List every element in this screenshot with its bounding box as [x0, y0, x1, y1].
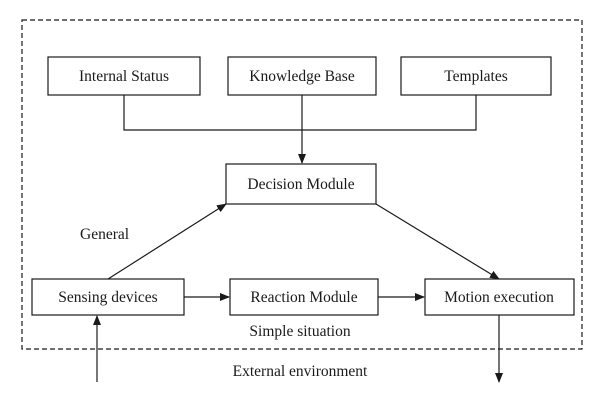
external-environment-label: External environment [233, 363, 368, 380]
decision-module-label: Decision Module [247, 176, 354, 193]
arrow-sensing-to-decision [107, 203, 227, 280]
decision-module-box: Decision Module [225, 163, 377, 205]
motion-execution-box: Motion execution [424, 278, 575, 316]
reaction-module-label: Reaction Module [250, 289, 357, 306]
internal-status-label: Internal Status [79, 68, 169, 85]
templates-label: Templates [444, 68, 507, 85]
reaction-module-box: Reaction Module [229, 278, 379, 316]
arrow-decision-to-motion [375, 203, 500, 280]
internal-status-box: Internal Status [47, 56, 201, 96]
merge-connector [123, 95, 477, 131]
system-boundary [21, 19, 583, 350]
knowledge-base-label: Knowledge Base [249, 68, 355, 85]
sensing-devices-label: Sensing devices [58, 289, 157, 306]
simple-situation-label: Simple situation [249, 323, 350, 340]
templates-box: Templates [400, 56, 552, 96]
sensing-devices-box: Sensing devices [31, 278, 185, 316]
general-label: General [80, 226, 129, 243]
knowledge-base-box: Knowledge Base [227, 56, 377, 96]
motion-execution-label: Motion execution [444, 289, 554, 306]
